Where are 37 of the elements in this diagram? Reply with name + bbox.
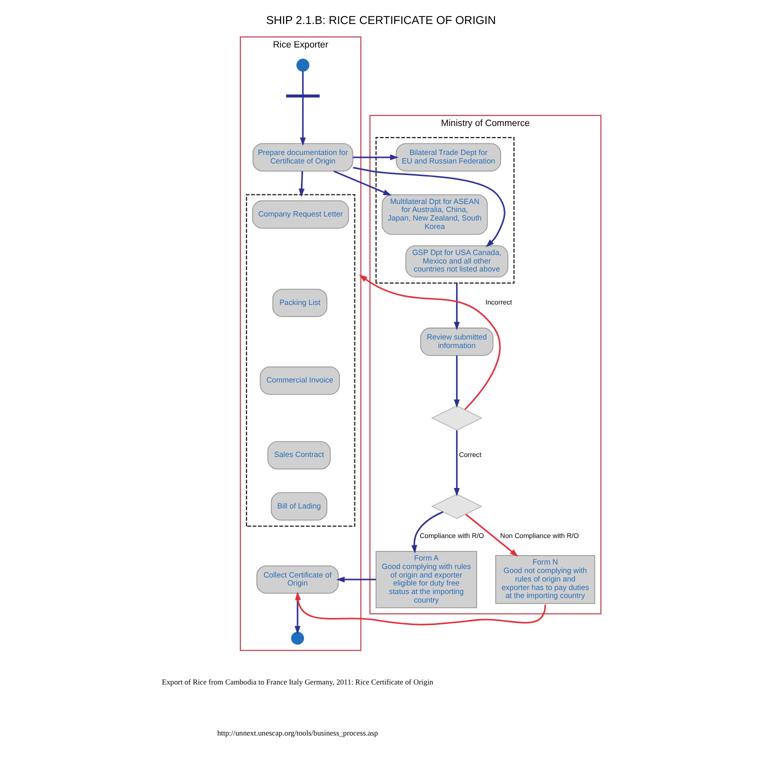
node-bar bbox=[286, 94, 320, 98]
node-box: Review submitted information bbox=[420, 328, 493, 356]
arrow bbox=[336, 576, 376, 582]
arrow bbox=[358, 274, 500, 410]
node-diamond bbox=[430, 494, 482, 519]
node-circle bbox=[296, 58, 309, 72]
node-box: Form A Good complying with rules of origin and exporter eligible for duty free status at the importing country bbox=[375, 550, 477, 608]
node-box: Packing List bbox=[272, 288, 327, 317]
arrow bbox=[333, 170, 392, 196]
arrow bbox=[464, 514, 518, 557]
label: http://unnext.unescap.org/tools/business_process.asp bbox=[216, 728, 378, 738]
arrow bbox=[410, 511, 443, 554]
node-box: Company Request Letter bbox=[252, 200, 348, 229]
node-box: Commercial Invoice bbox=[259, 366, 340, 395]
arrow bbox=[298, 171, 304, 197]
node-diamond bbox=[430, 405, 482, 431]
cluster bbox=[374, 136, 514, 284]
arrow bbox=[453, 356, 460, 408]
caption: Export of Rice from Cambodia to France Italy Germany, 2011: Rice Certificate of Origin bbox=[161, 677, 433, 686]
node-circle bbox=[290, 632, 304, 645]
node-box: Multilateral Dpt for ASEAN for Australia, China, Japan, New Zealand, South Korea bbox=[381, 194, 488, 235]
node-box: GSP Dpt for USA Canada, Mexico and all other countries not listed above bbox=[404, 245, 508, 278]
arrow bbox=[453, 283, 460, 330]
arrow bbox=[352, 154, 398, 160]
node-box: Bilateral Trade Dept for EU and Russian Federation bbox=[395, 143, 501, 172]
arrow bbox=[352, 166, 505, 248]
diagram-title: SHIP 2.1.B: RICE CERTIFICATE OF ORIGIN bbox=[266, 14, 496, 27]
arrow bbox=[294, 592, 546, 626]
node-box: Collect Certificate of Origin bbox=[256, 565, 338, 594]
arrow bbox=[299, 97, 306, 146]
node-box: Prepare documentation for Certificate of Origin bbox=[252, 143, 353, 172]
cluster bbox=[245, 194, 355, 527]
connector bbox=[302, 71, 304, 95]
arrow bbox=[453, 430, 460, 496]
node-box: Form N Good not complying with rules of origin and exporter has to pay duties at the importing country bbox=[494, 555, 595, 604]
node-box: Sales Contract bbox=[266, 441, 330, 470]
node-box: Bill of Lading bbox=[270, 492, 327, 520]
